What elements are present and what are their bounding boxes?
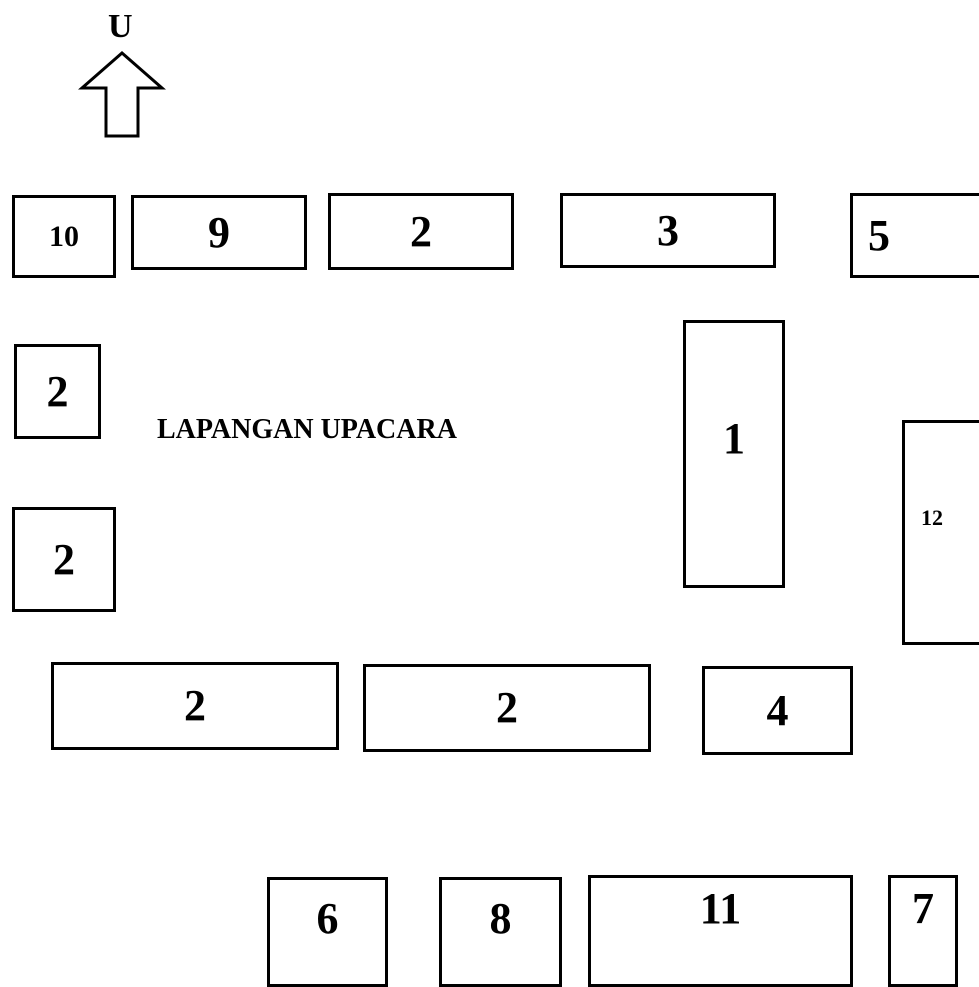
building-label: 3 [657, 205, 679, 255]
building-label: 4 [766, 685, 789, 735]
building-label: 10 [49, 219, 79, 253]
building-label: 5 [868, 210, 890, 260]
building-label: 2 [410, 206, 432, 256]
building-10: 10 [12, 195, 116, 278]
building-11: 11 [588, 875, 853, 987]
building-7: 7 [888, 875, 958, 987]
building-6: 6 [267, 877, 388, 987]
building-2-top: 2 [328, 193, 514, 270]
building-2-bottom-left: 2 [51, 662, 339, 750]
building-4: 4 [702, 666, 853, 755]
building-label: 8 [489, 894, 512, 943]
building-label: 6 [316, 894, 339, 943]
building-label: 2 [46, 366, 69, 416]
building-1: 1 [683, 320, 785, 588]
building-2-left-lower: 2 [12, 507, 116, 612]
north-arrow-icon [78, 51, 166, 138]
building-2-bottom-right: 2 [363, 664, 651, 752]
building-label: 2 [496, 683, 518, 732]
building-label: 7 [912, 884, 934, 933]
north-label: U [108, 8, 133, 45]
building-label: 12 [921, 504, 943, 530]
building-label: 2 [53, 534, 75, 584]
building-label: 2 [184, 681, 206, 730]
building-label: 11 [699, 884, 742, 933]
building-3: 3 [560, 193, 776, 268]
building-5: 5 [850, 193, 979, 278]
building-label: 1 [723, 414, 745, 463]
building-2-left-upper: 2 [14, 344, 101, 439]
building-12: 12 [902, 420, 979, 645]
field-label: LAPANGAN UPACARA [157, 414, 457, 445]
building-9: 9 [131, 195, 307, 270]
building-8: 8 [439, 877, 562, 987]
building-label: 9 [208, 207, 230, 257]
